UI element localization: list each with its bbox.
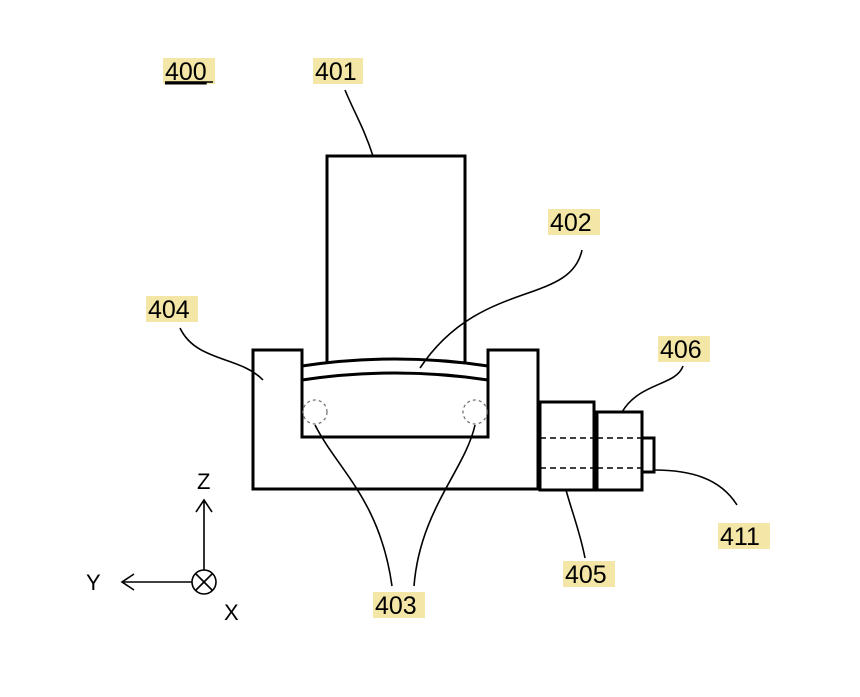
leader-404 <box>179 327 264 381</box>
leader-401 <box>344 89 374 157</box>
part-402-curved-member <box>300 357 490 382</box>
part-405-block <box>538 400 596 492</box>
highlight-411 <box>718 523 770 549</box>
part-403-roller-right <box>462 399 488 425</box>
highlight-406 <box>658 336 710 362</box>
coordinate-axes: Z Y X <box>86 469 239 625</box>
leader-403-left <box>314 424 393 587</box>
highlight-404 <box>146 296 198 322</box>
leader-403-right <box>413 424 476 587</box>
leader-405 <box>565 489 586 559</box>
part-401-block <box>325 154 467 372</box>
leader-406 <box>621 365 684 413</box>
label-405: 405 <box>565 561 607 589</box>
label-406: 406 <box>660 336 702 364</box>
x-axis-circle-icon <box>191 569 217 595</box>
part-411-tip <box>640 436 656 474</box>
x-axis-label: X <box>224 600 239 625</box>
x-axis-cross-b <box>195 573 213 591</box>
part-406-block <box>595 410 644 492</box>
part-403-roller-left <box>302 399 328 425</box>
leader-411 <box>653 469 738 506</box>
y-axis-arrowhead <box>120 573 135 591</box>
highlight-402 <box>548 209 600 235</box>
leader-402 <box>419 249 583 369</box>
label-404: 404 <box>148 296 190 324</box>
label-401: 401 <box>315 58 357 86</box>
label-highlights <box>146 58 770 618</box>
highlight-400 <box>163 58 215 84</box>
highlight-401 <box>313 58 363 84</box>
highlight-405 <box>563 561 615 587</box>
y-axis-label: Y <box>86 570 101 595</box>
label-411: 411 <box>720 523 760 551</box>
highlight-403 <box>373 592 425 618</box>
z-axis-arrowhead <box>195 498 213 513</box>
z-axis-label: Z <box>197 469 210 494</box>
label-402: 402 <box>550 209 592 237</box>
label-403: 403 <box>375 592 417 620</box>
